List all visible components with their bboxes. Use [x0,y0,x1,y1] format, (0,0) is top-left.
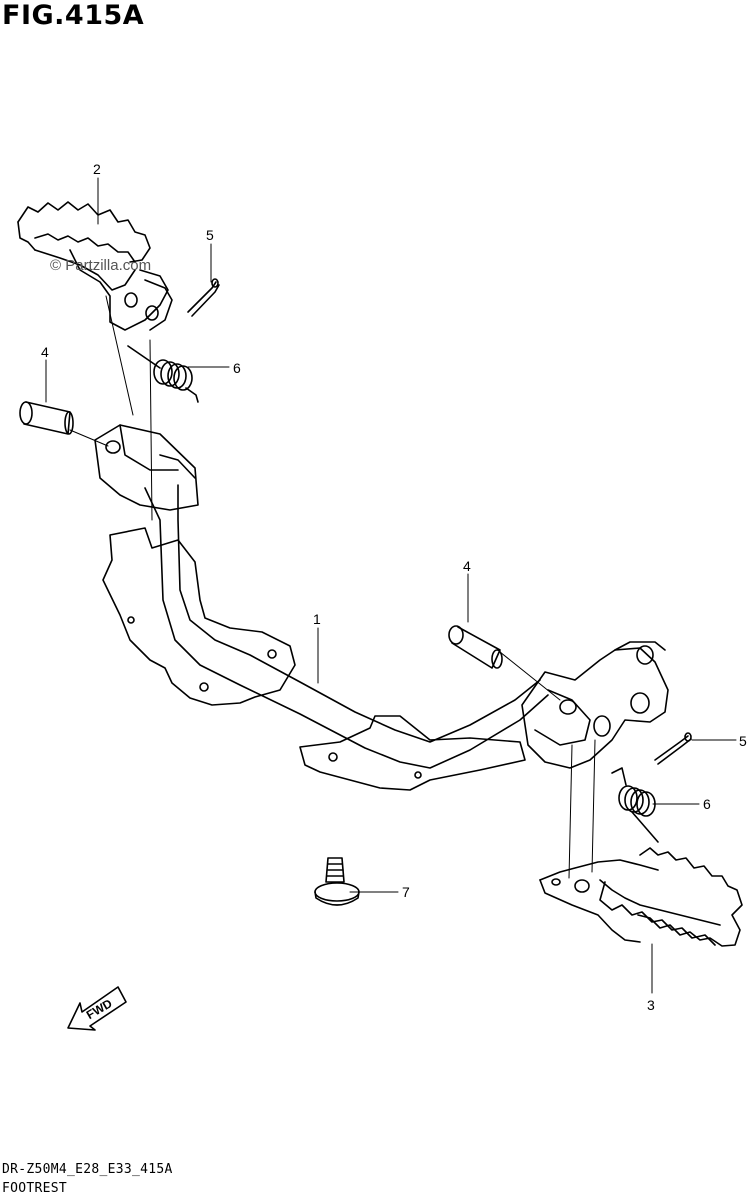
callout-1: 1 [313,611,321,627]
assembly-guide-lines [69,295,596,879]
bolt-part-7 [314,857,360,906]
pin-part-4-right [448,625,503,669]
fwd-label: FWD [84,996,115,1022]
pin-part-4-left [19,401,74,435]
cotter-pin-part-5-lower [654,732,692,765]
callout-6-upper: 6 [233,360,241,376]
right-footpeg-part-3 [539,847,743,947]
callout-6-lower: 6 [703,796,711,812]
leader-lines [45,177,737,994]
fwd-arrow-icon [67,986,127,1031]
callout-2: 2 [93,161,101,177]
watermark-text: © Partzilla.com [50,257,152,274]
footrest-bracket-part-1 [94,424,669,791]
figure-title: FIG.415A [2,0,145,31]
spring-part-6-upper [127,345,199,403]
spring-part-6-lower [611,767,659,843]
callout-4-left: 4 [41,344,49,360]
model-code: DR-Z50M4_E28_E33_415A [2,1162,173,1177]
callout-5-lower: 5 [739,733,747,749]
callout-4-right: 4 [463,558,471,574]
cotter-pin-part-5-upper [187,278,220,317]
callout-3: 3 [647,997,655,1013]
callout-7: 7 [402,884,410,900]
left-footpeg-part-2 [17,201,173,331]
section-name: FOOTREST [2,1181,68,1196]
callout-5-upper: 5 [206,227,214,243]
